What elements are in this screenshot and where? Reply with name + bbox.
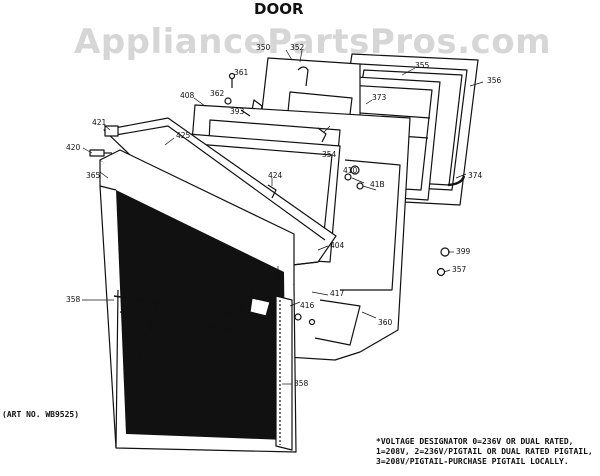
voltage-note: *VOLTAGE DESIGNATOR 0=236V OR DUAL RATED… [376, 437, 593, 467]
art-number: (ART NO. WB9525) [2, 410, 80, 419]
callout-404: 404 [330, 241, 345, 250]
callout-420: 420 [66, 143, 81, 152]
hinge-screw-420 [89, 149, 112, 157]
voltage-note-line-3: 3=208V/PIGTAIL-PURCHASE PIGTAIL LOCALLY. [376, 457, 569, 466]
callout-425: 425 [176, 131, 191, 140]
callout-424: 424 [268, 171, 283, 180]
callout-418: 418 [134, 331, 149, 340]
clip-410 [344, 173, 352, 181]
bottom-trim-358 [275, 295, 293, 451]
callout-355: 355 [415, 61, 430, 70]
callout-365: 365 [86, 171, 101, 180]
washer-362 [224, 97, 232, 105]
clip-354 [317, 127, 327, 143]
callout-361: 361 [234, 68, 249, 77]
callout-358-left: 358 [66, 295, 81, 304]
callout-419: 419 [138, 351, 153, 360]
screw-361 [228, 72, 236, 88]
callout-399: 399 [456, 247, 471, 256]
voltage-note-line-1: *VOLTAGE DESIGNATOR 0=236V OR DUAL RATED… [376, 437, 574, 446]
callout-358-right: 358 [294, 379, 309, 388]
voltage-note-line-2: 1=208V, 2=236V/PIGTAIL OR DUAL RATED PIG… [376, 447, 593, 456]
clip-424 [267, 184, 277, 199]
part-callouts: 350 352 355 356 361 362 393 373 408 421 … [66, 43, 502, 388]
callout-410: 410 [343, 166, 358, 175]
callout-417: 417 [330, 289, 345, 298]
callout-41b: 41B [370, 180, 385, 189]
callout-362: 362 [210, 89, 225, 98]
callout-421: 421 [92, 118, 107, 127]
callout-408: 408 [180, 91, 195, 100]
callout-416: 416 [300, 301, 315, 310]
callout-360: 360 [378, 318, 393, 327]
screw-399 [440, 247, 450, 257]
clip-393 [240, 109, 251, 117]
watermark: AppliancePartsPros.com [74, 22, 552, 62]
clip-418 [149, 301, 159, 313]
callout-357: 357 [452, 265, 467, 274]
callout-358-mid: 358 [230, 305, 245, 314]
callout-422: 422 [250, 287, 265, 296]
leader-lines [82, 49, 484, 385]
callout-393: 393 [230, 107, 245, 116]
callout-373: 373 [372, 93, 387, 102]
screw-357 [436, 267, 446, 277]
outer-door [99, 149, 297, 453]
callout-374: 374 [468, 171, 483, 180]
callout-356: 356 [487, 76, 502, 85]
switch-422 [249, 297, 271, 317]
callout-352: 352 [290, 43, 305, 52]
callout-350: 350 [256, 43, 271, 52]
diagram-title: DOOR [254, 0, 304, 18]
callout-354: 354 [322, 150, 337, 159]
